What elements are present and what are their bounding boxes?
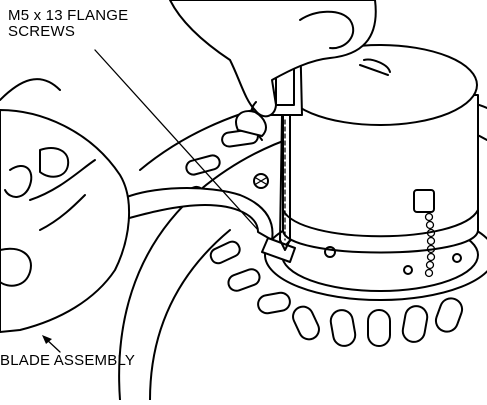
fan-blade xyxy=(0,78,130,333)
flange-slots xyxy=(171,128,464,347)
pull-chain xyxy=(413,189,436,278)
flange-screws-label-line1: M5 x 13 FLANGE xyxy=(8,7,129,24)
leader-lines xyxy=(42,49,259,353)
flange-screws-label: M5 x 13 FLANGE SCREWS xyxy=(8,8,128,40)
blade-assembly-label: BLADE ASSEMBLY xyxy=(0,353,135,369)
flange-screws xyxy=(253,173,462,275)
blade-iron xyxy=(119,187,296,263)
blade-assembly-label-text: BLADE ASSEMBLY xyxy=(0,352,136,369)
flange-screws-label-line2: SCREWS xyxy=(8,23,76,40)
hand-top xyxy=(169,0,377,141)
